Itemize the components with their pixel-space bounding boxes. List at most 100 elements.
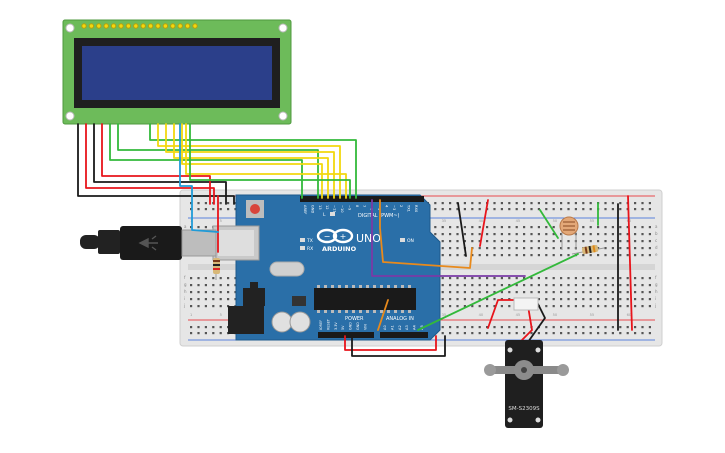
lcd-header-pin [110,23,117,29]
lcd-header-pin [192,23,198,29]
breadboard-hole [523,202,526,205]
lcd-header-pin [184,23,191,29]
breadboard-hole [227,298,230,301]
breadboard-hole [523,233,526,236]
servo-motor[interactable]: SM-S2309S [484,340,569,428]
breadboard-hole [500,291,503,294]
breadboard-hole [434,202,437,205]
breadboard-hole [441,208,444,211]
usb-cable[interactable] [80,226,217,260]
breadboard-hole [486,247,489,250]
breadboard-hole [449,284,452,287]
lcd-screen [82,46,272,100]
breadboard-hole [434,226,437,229]
capacitor [271,311,293,333]
breadboard-hole [486,284,489,287]
breadboard-hole [219,208,222,211]
power-pin-label: VIN [363,324,367,330]
breadboard-hole [648,277,651,280]
arduino-brand-text: ARDUINO [322,245,357,253]
breadboard-hole [567,298,570,301]
lcd-header-pin [133,23,139,29]
breadboard-hole [523,326,526,329]
chip-leg [345,310,348,313]
breadboard-hole [508,233,511,236]
breadboard-hole [641,254,644,257]
breadboard-hole [597,291,600,294]
breadboard-hole [493,305,496,308]
breadboard-hole [641,247,644,250]
breadboard-hole [441,326,444,329]
breadboard-hole [515,208,518,211]
rx-led [300,246,305,250]
breadboard-hole [567,291,570,294]
breadboard-hole [471,226,474,229]
breadboard-hole [589,284,592,287]
chip-leg [338,285,341,288]
photoresistor[interactable] [559,216,579,250]
breadboard-hole [589,226,592,229]
breadboard-hole [508,284,511,287]
analog-pin-label: A1 [390,325,394,330]
breadboard-hole [471,240,474,243]
breadboard-hole [589,291,592,294]
breadboard-hole [589,202,592,205]
breadboard-hole [648,291,651,294]
breadboard-hole [626,233,629,236]
breadboard-hole [611,284,614,287]
breadboard-hole [204,298,207,301]
breadboard-hole [582,298,585,301]
voltage-regulator [243,288,265,306]
chip-leg [331,310,334,313]
chip-leg [331,285,334,288]
chip-leg [387,285,390,288]
breadboard-hole [219,291,222,294]
breadboard-hole [197,208,200,211]
breadboard-hole [493,284,496,287]
breadboard-hole [441,226,444,229]
breadboard-hole [204,284,207,287]
breadboard-hole [634,298,637,301]
breadboard-col-label: 5 [220,313,222,317]
breadboard-hole [197,298,200,301]
breadboard-row-label: i [184,296,185,301]
digital-header [300,196,424,202]
breadboard-hole [560,284,563,287]
breadboard-hole [204,208,207,211]
servo-horn-end [484,364,496,376]
breadboard-hole [634,240,637,243]
lcd-header-pin [147,23,154,29]
breadboard-hole [471,305,474,308]
breadboard-hole [619,305,622,308]
breadboard-hole [486,332,489,335]
breadboard-hole [478,291,481,294]
analog-in-label: ANALOG IN [386,316,414,322]
breadboard-hole [537,332,540,335]
breadboard-hole [560,277,563,280]
breadboard-hole [634,305,637,308]
breadboard-hole [552,208,555,211]
breadboard-hole [574,208,577,211]
resistor-ldr-pulldown[interactable] [571,244,605,255]
breadboard-hole [634,208,637,211]
breadboard-hole [611,277,614,280]
arduino-uno-board[interactable]: − + ARDUINO UNO DIGITAL (PWM~) ANALOG IN… [212,194,441,341]
breadboard-hole [619,284,622,287]
breadboard-hole [515,291,518,294]
breadboard-hole [537,240,540,243]
smd-chip [292,296,306,306]
breadboard-hole [567,305,570,308]
breadboard-hole [634,326,637,329]
breadboard-hole [500,254,503,257]
breadboard-hole [626,326,629,329]
breadboard-hole [552,240,555,243]
breadboard-hole [463,202,466,205]
breadboard-hole [204,277,207,280]
breadboard-hole [597,305,600,308]
breadboard-hole [611,247,614,250]
lcd-mount-hole [65,111,75,121]
lcd-display-16x2[interactable] [62,19,292,125]
breadboard-col-label: 40 [479,313,484,317]
resistor-lcd-backlight[interactable] [213,252,220,280]
breadboard-hole [523,208,526,211]
